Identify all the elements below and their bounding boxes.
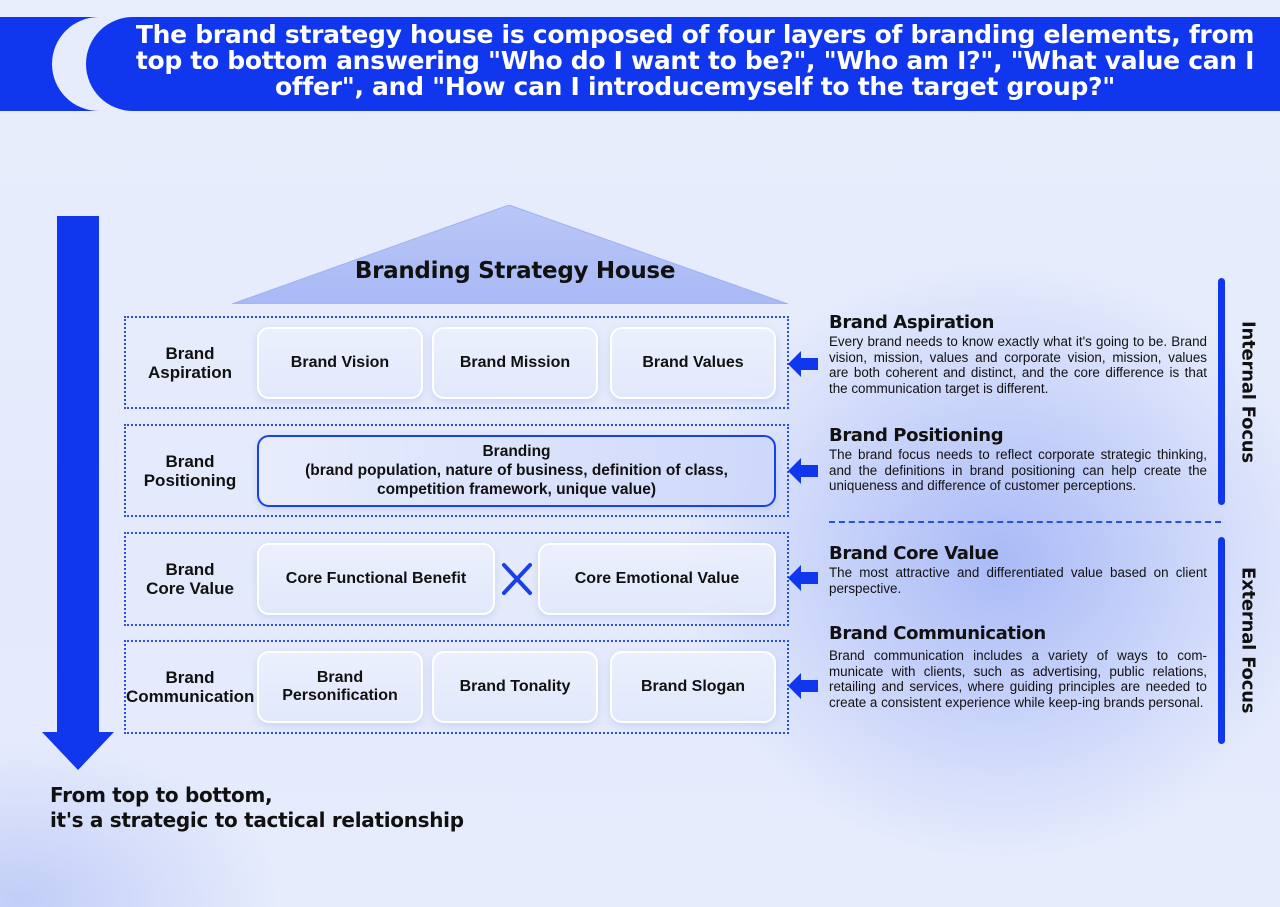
left-arrow-icon (788, 457, 818, 485)
card-label: Brand Personification (282, 669, 398, 704)
card-branding: Branding (brand population, nature of bu… (257, 434, 776, 507)
layer-label-line2: Aspiration (147, 362, 233, 382)
description-brand-core-value: Brand Core Value The most attractive and… (829, 543, 1207, 596)
description-brand-aspiration: Brand Aspiration Every brand needs to kn… (829, 312, 1207, 396)
card-detail-line1: (brand population, nature of business, d… (305, 462, 728, 479)
house-roof (232, 205, 788, 304)
card-brand-personification: Brand Personification (257, 651, 423, 723)
card-detail-line2: competition framework, unique value) (376, 481, 657, 498)
layer-label-line1: Brand (165, 451, 215, 471)
card-core-functional-benefit: Core Functional Benefit (257, 543, 495, 615)
card-brand-slogan: Brand Slogan (610, 651, 776, 723)
card-core-emotional-value: Core Emotional Value (538, 543, 776, 615)
down-arrow-head-icon (42, 732, 114, 770)
description-title: Brand Core Value (829, 543, 999, 564)
card-title: Branding (482, 443, 551, 460)
layer-label: Brand Aspiration (126, 344, 254, 382)
layer-brand-positioning: Brand Positioning Branding (brand popula… (124, 424, 789, 517)
card-label: Core Emotional Value (574, 570, 740, 587)
description-title: Brand Aspiration (829, 312, 994, 333)
layer-label-line1: Brand (165, 560, 215, 579)
flow-caption-line1: From top to bottom, (50, 783, 273, 807)
external-focus-bar (1218, 537, 1225, 744)
header-text: The brand strategy house is composed of … (135, 20, 1255, 101)
left-arrow-icon (788, 350, 818, 378)
header-pill (86, 17, 1280, 111)
card-label: Brand Vision (290, 353, 390, 371)
house-title: Branding Strategy House (354, 258, 676, 284)
layer-label: Brand Core Value (126, 560, 254, 598)
layer-label-line2: Communication (126, 687, 255, 706)
card-label: Brand Tonality (459, 678, 571, 695)
left-arrow-icon (788, 564, 818, 592)
internal-focus-label: Internal Focus (1237, 320, 1259, 463)
card-brand-values: Brand Values (610, 326, 776, 399)
description-body: The most attractive and differentiated v… (829, 565, 1207, 596)
description-title: Brand Communication (829, 623, 1046, 644)
layer-label: Brand Communication (126, 668, 254, 706)
flow-caption: From top to bottom, it's a strategic to … (50, 783, 464, 833)
card-label: Brand Values (642, 353, 744, 371)
card-brand-mission: Brand Mission (432, 326, 598, 399)
card-label: Brand Slogan (640, 678, 745, 695)
layer-label-line1: Brand (165, 343, 215, 363)
focus-divider (829, 521, 1221, 523)
card-label: Core Functional Benefit (285, 570, 467, 587)
external-focus-label: External Focus (1237, 567, 1259, 714)
flow-caption-line2: it's a strategic to tactical relationshi… (50, 808, 464, 832)
layer-brand-communication: Brand Communication Brand Personificatio… (124, 640, 789, 734)
left-arrow-icon (788, 672, 818, 700)
description-body: The brand focus needs to reflect corpora… (829, 447, 1207, 494)
layer-label-line1: Brand (165, 668, 215, 687)
description-brand-positioning: Brand Positioning The brand focus needs … (829, 425, 1207, 494)
layer-label-line2: Core Value (146, 579, 234, 598)
times-icon (499, 561, 535, 597)
description-body: Brand communication includes a variety o… (829, 648, 1207, 710)
layer-brand-core-value: Brand Core Value Core Functional Benefit… (124, 532, 789, 626)
layer-brand-aspiration: Brand Aspiration Brand Vision Brand Miss… (124, 316, 789, 409)
description-title: Brand Positioning (829, 425, 1004, 446)
description-brand-communication: Brand Communication Brand communication … (829, 623, 1207, 710)
card-brand-tonality: Brand Tonality (432, 651, 598, 723)
down-arrow-icon (57, 216, 99, 736)
card-label: Brand Mission (459, 353, 571, 371)
internal-focus-bar (1218, 278, 1225, 505)
layer-label-line2: Positioning (143, 470, 237, 490)
description-body: Every brand needs to know exactly what i… (829, 334, 1207, 396)
card-brand-vision: Brand Vision (257, 326, 423, 399)
layer-label: Brand Positioning (126, 452, 254, 490)
